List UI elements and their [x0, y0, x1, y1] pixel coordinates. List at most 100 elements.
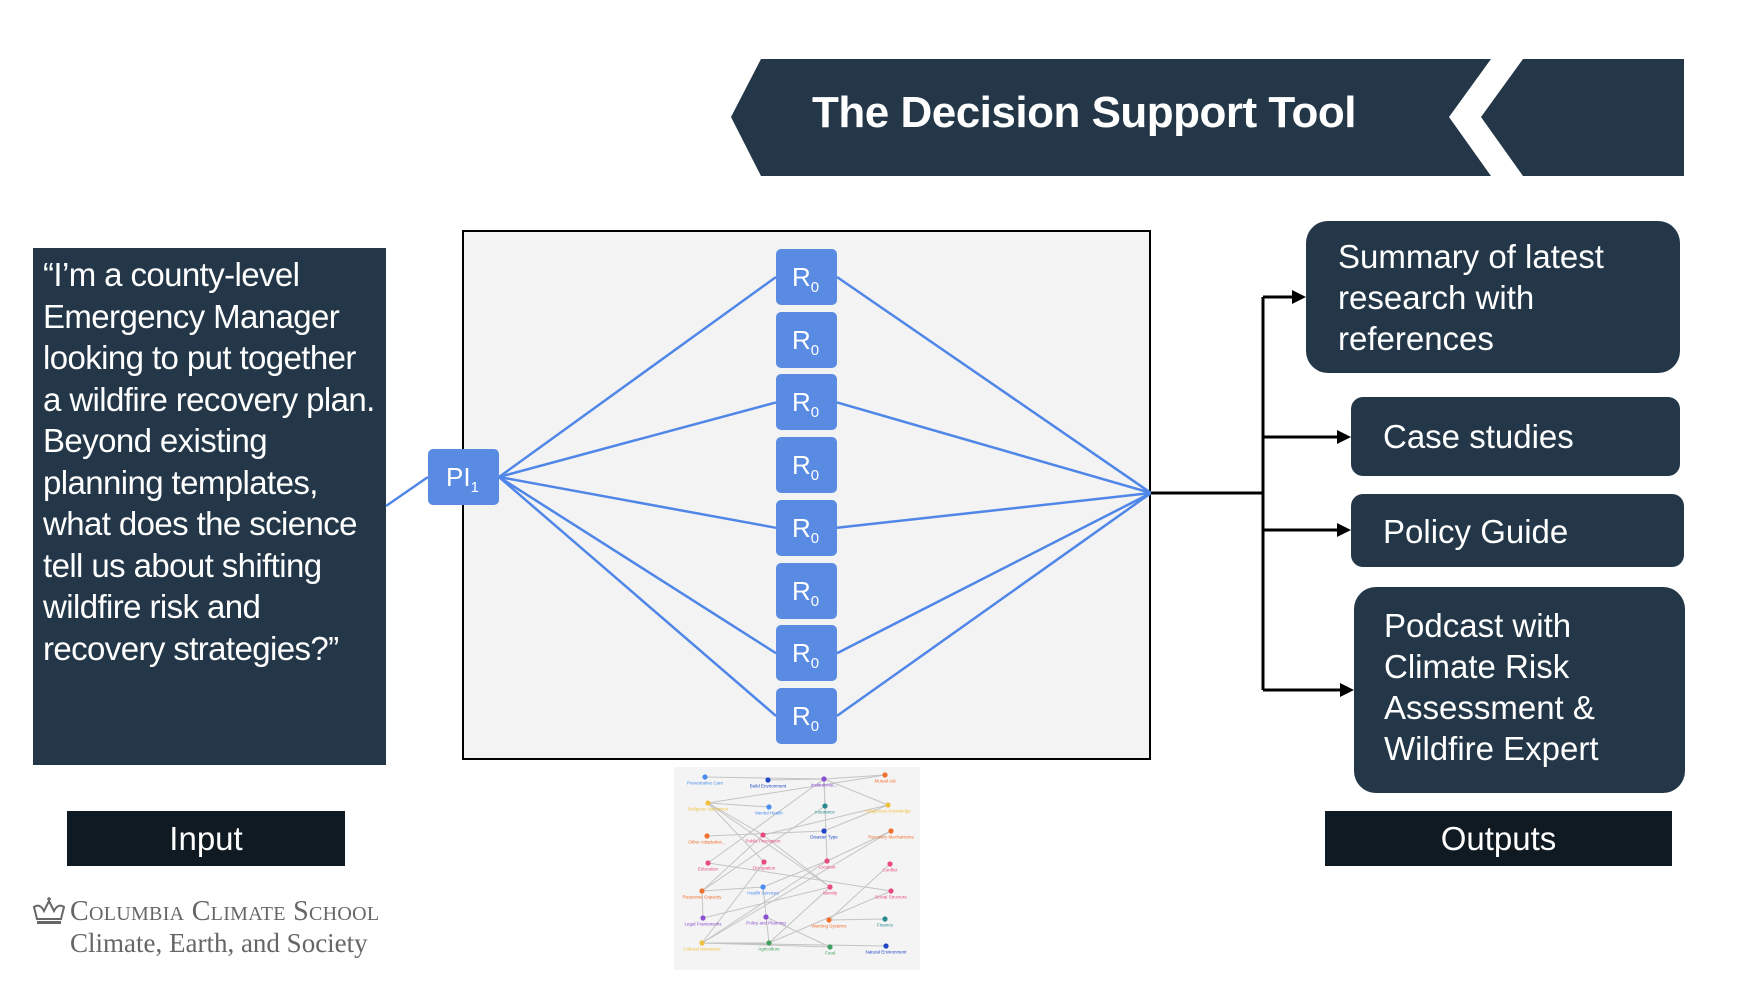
network-edge	[707, 802, 770, 808]
network-node-label: Preventative Care	[687, 781, 724, 786]
research-node-subscript: 0	[810, 341, 820, 359]
network-node-label: Institutional...	[811, 783, 838, 788]
research-node-label: R	[792, 387, 811, 418]
outputs-label: Outputs	[1325, 811, 1672, 866]
network-node-label: Disaster Type	[810, 835, 838, 840]
network-edge	[707, 778, 825, 864]
network-node	[883, 943, 889, 949]
network-node-label: Finance	[877, 923, 894, 928]
research-node: R0	[776, 374, 837, 431]
network-edge	[707, 802, 765, 863]
research-node: R0	[776, 687, 837, 744]
network-edge	[701, 890, 704, 919]
network-edge	[828, 918, 886, 921]
network-edge	[765, 916, 831, 948]
arrow-head-icon	[1337, 523, 1351, 537]
network-node-label: Education	[698, 867, 719, 872]
network-edge	[762, 860, 828, 888]
columbia-climate-school-logo: Columbia Climate School Climate, Earth, …	[32, 893, 472, 963]
network-node-label: Mental Health	[755, 811, 783, 816]
network-node-label: Conflict	[882, 868, 898, 873]
research-node-label: R	[792, 450, 811, 481]
network-node-label: Cultural Narratives	[683, 947, 721, 952]
prompt-to-research-line	[498, 475, 777, 655]
prompt-to-research-line	[498, 401, 777, 479]
network-node-label: Natural Environment	[865, 950, 907, 955]
prompt-to-research-line	[498, 275, 777, 479]
network-edge	[762, 834, 831, 888]
network-edge	[701, 886, 764, 892]
research-node: R0	[776, 311, 837, 368]
prompt-node: PI1	[428, 449, 499, 505]
network-node-label: Identity	[823, 891, 838, 896]
research-node-subscript: 0	[810, 655, 820, 673]
research-to-output-line	[836, 491, 1152, 655]
title-banner: The Decision Support Tool	[731, 59, 1684, 176]
output-summary: Summary of latest research with referenc…	[1306, 221, 1680, 373]
prompt-node-label: PI	[446, 462, 471, 492]
network-edge	[823, 804, 889, 832]
network-node	[766, 804, 772, 810]
network-edge	[826, 830, 892, 862]
network-node-label: Social Structure	[875, 895, 907, 900]
network-node-label: Build Environment	[750, 784, 787, 789]
network-node	[766, 940, 772, 946]
network-node-label: Occupation	[753, 866, 776, 871]
network-node-label: Mutual Aid	[874, 779, 896, 784]
prompt-to-research-line	[498, 476, 777, 717]
network-edge	[701, 834, 764, 892]
network-node	[765, 777, 771, 783]
network-edge	[823, 774, 886, 780]
network-node	[887, 861, 893, 867]
network-node-label: Religious Narratives	[688, 807, 729, 812]
research-node-subscript: 0	[810, 717, 820, 735]
input-label: Input	[67, 811, 345, 866]
network-edge	[767, 778, 825, 781]
network-node	[705, 800, 711, 806]
network-node	[821, 776, 827, 782]
research-node: R0	[776, 625, 837, 682]
network-node	[824, 858, 830, 864]
network-edge	[701, 830, 892, 944]
network-node	[822, 803, 828, 809]
network-edge	[828, 863, 891, 921]
network-node	[763, 914, 769, 920]
research-node-label: R	[792, 324, 811, 355]
network-node-label: Response Capacity	[682, 895, 722, 900]
research-node: R0	[776, 437, 837, 494]
research-to-output-line	[836, 401, 1152, 495]
network-edge	[707, 774, 886, 804]
network-node-label: Other Adaptation...	[688, 840, 726, 845]
network-node-label: Recovery Mechanisms	[868, 835, 914, 840]
network-edge	[706, 830, 825, 837]
network-edge	[762, 804, 889, 836]
research-node-subscript: 0	[810, 467, 820, 485]
network-edge	[768, 890, 892, 944]
logo-line1: Columbia Climate School	[70, 896, 380, 927]
output-podcast: Podcast with Climate Risk Assessment & W…	[1354, 587, 1685, 793]
network-node-label: Location	[818, 865, 836, 870]
network-node-label: Public Perception	[745, 839, 781, 844]
research-to-output-line	[836, 275, 1152, 495]
page-title: The Decision Support Tool	[812, 88, 1357, 137]
prompt-to-research-line	[498, 475, 777, 530]
research-node-label: R	[792, 512, 811, 543]
network-edge	[701, 805, 826, 892]
network-node	[827, 884, 833, 890]
output-case-studies: Case studies	[1351, 397, 1680, 476]
network-node-label: Health Services	[747, 891, 779, 896]
research-node: R0	[776, 499, 837, 556]
crown-icon	[32, 897, 66, 924]
research-to-output-line	[836, 491, 1152, 530]
network-node-label: Indigenous Knowledge	[865, 809, 911, 814]
research-node-label: R	[792, 700, 811, 731]
network-node	[888, 828, 894, 834]
network-node	[761, 859, 767, 865]
network-node	[882, 772, 888, 778]
research-node-subscript: 0	[810, 404, 820, 422]
research-node-subscript: 0	[810, 529, 820, 547]
research-node: R0	[776, 562, 837, 619]
output-policy-guide: Policy Guide	[1351, 494, 1684, 567]
